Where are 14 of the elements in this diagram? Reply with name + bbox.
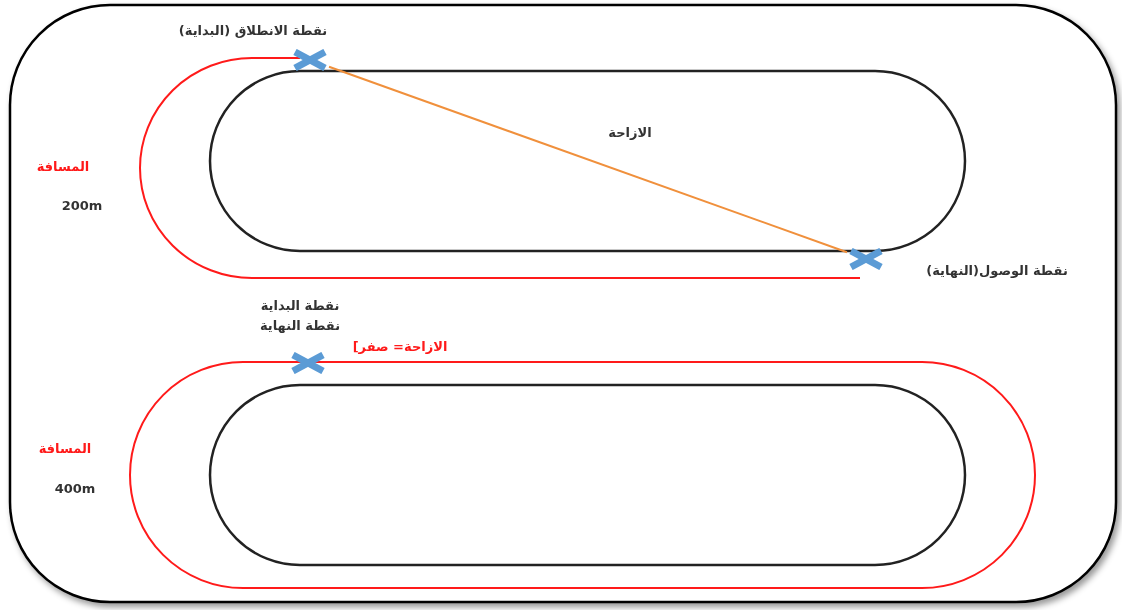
point-label: نقطة البداية xyxy=(260,298,340,314)
point-label: نقطة الوصول(النهاية) xyxy=(926,263,1068,279)
displacement-note: الازاحة= صفر] xyxy=(352,339,448,355)
displacement-line xyxy=(328,65,848,254)
distance-value: 400m xyxy=(54,481,96,497)
cross-marker xyxy=(847,248,885,270)
cross-marker xyxy=(291,49,329,71)
point-label: نقطة الانطلاق (البداية) xyxy=(178,23,328,39)
distance-label: المسافة xyxy=(36,159,90,175)
distance-value: 200m xyxy=(61,198,103,214)
distance-label: المسافة xyxy=(38,441,92,457)
edge-label: الازاحة xyxy=(608,125,652,141)
cross-marker xyxy=(289,352,327,374)
point-label: نقطة النهاية xyxy=(259,318,341,334)
